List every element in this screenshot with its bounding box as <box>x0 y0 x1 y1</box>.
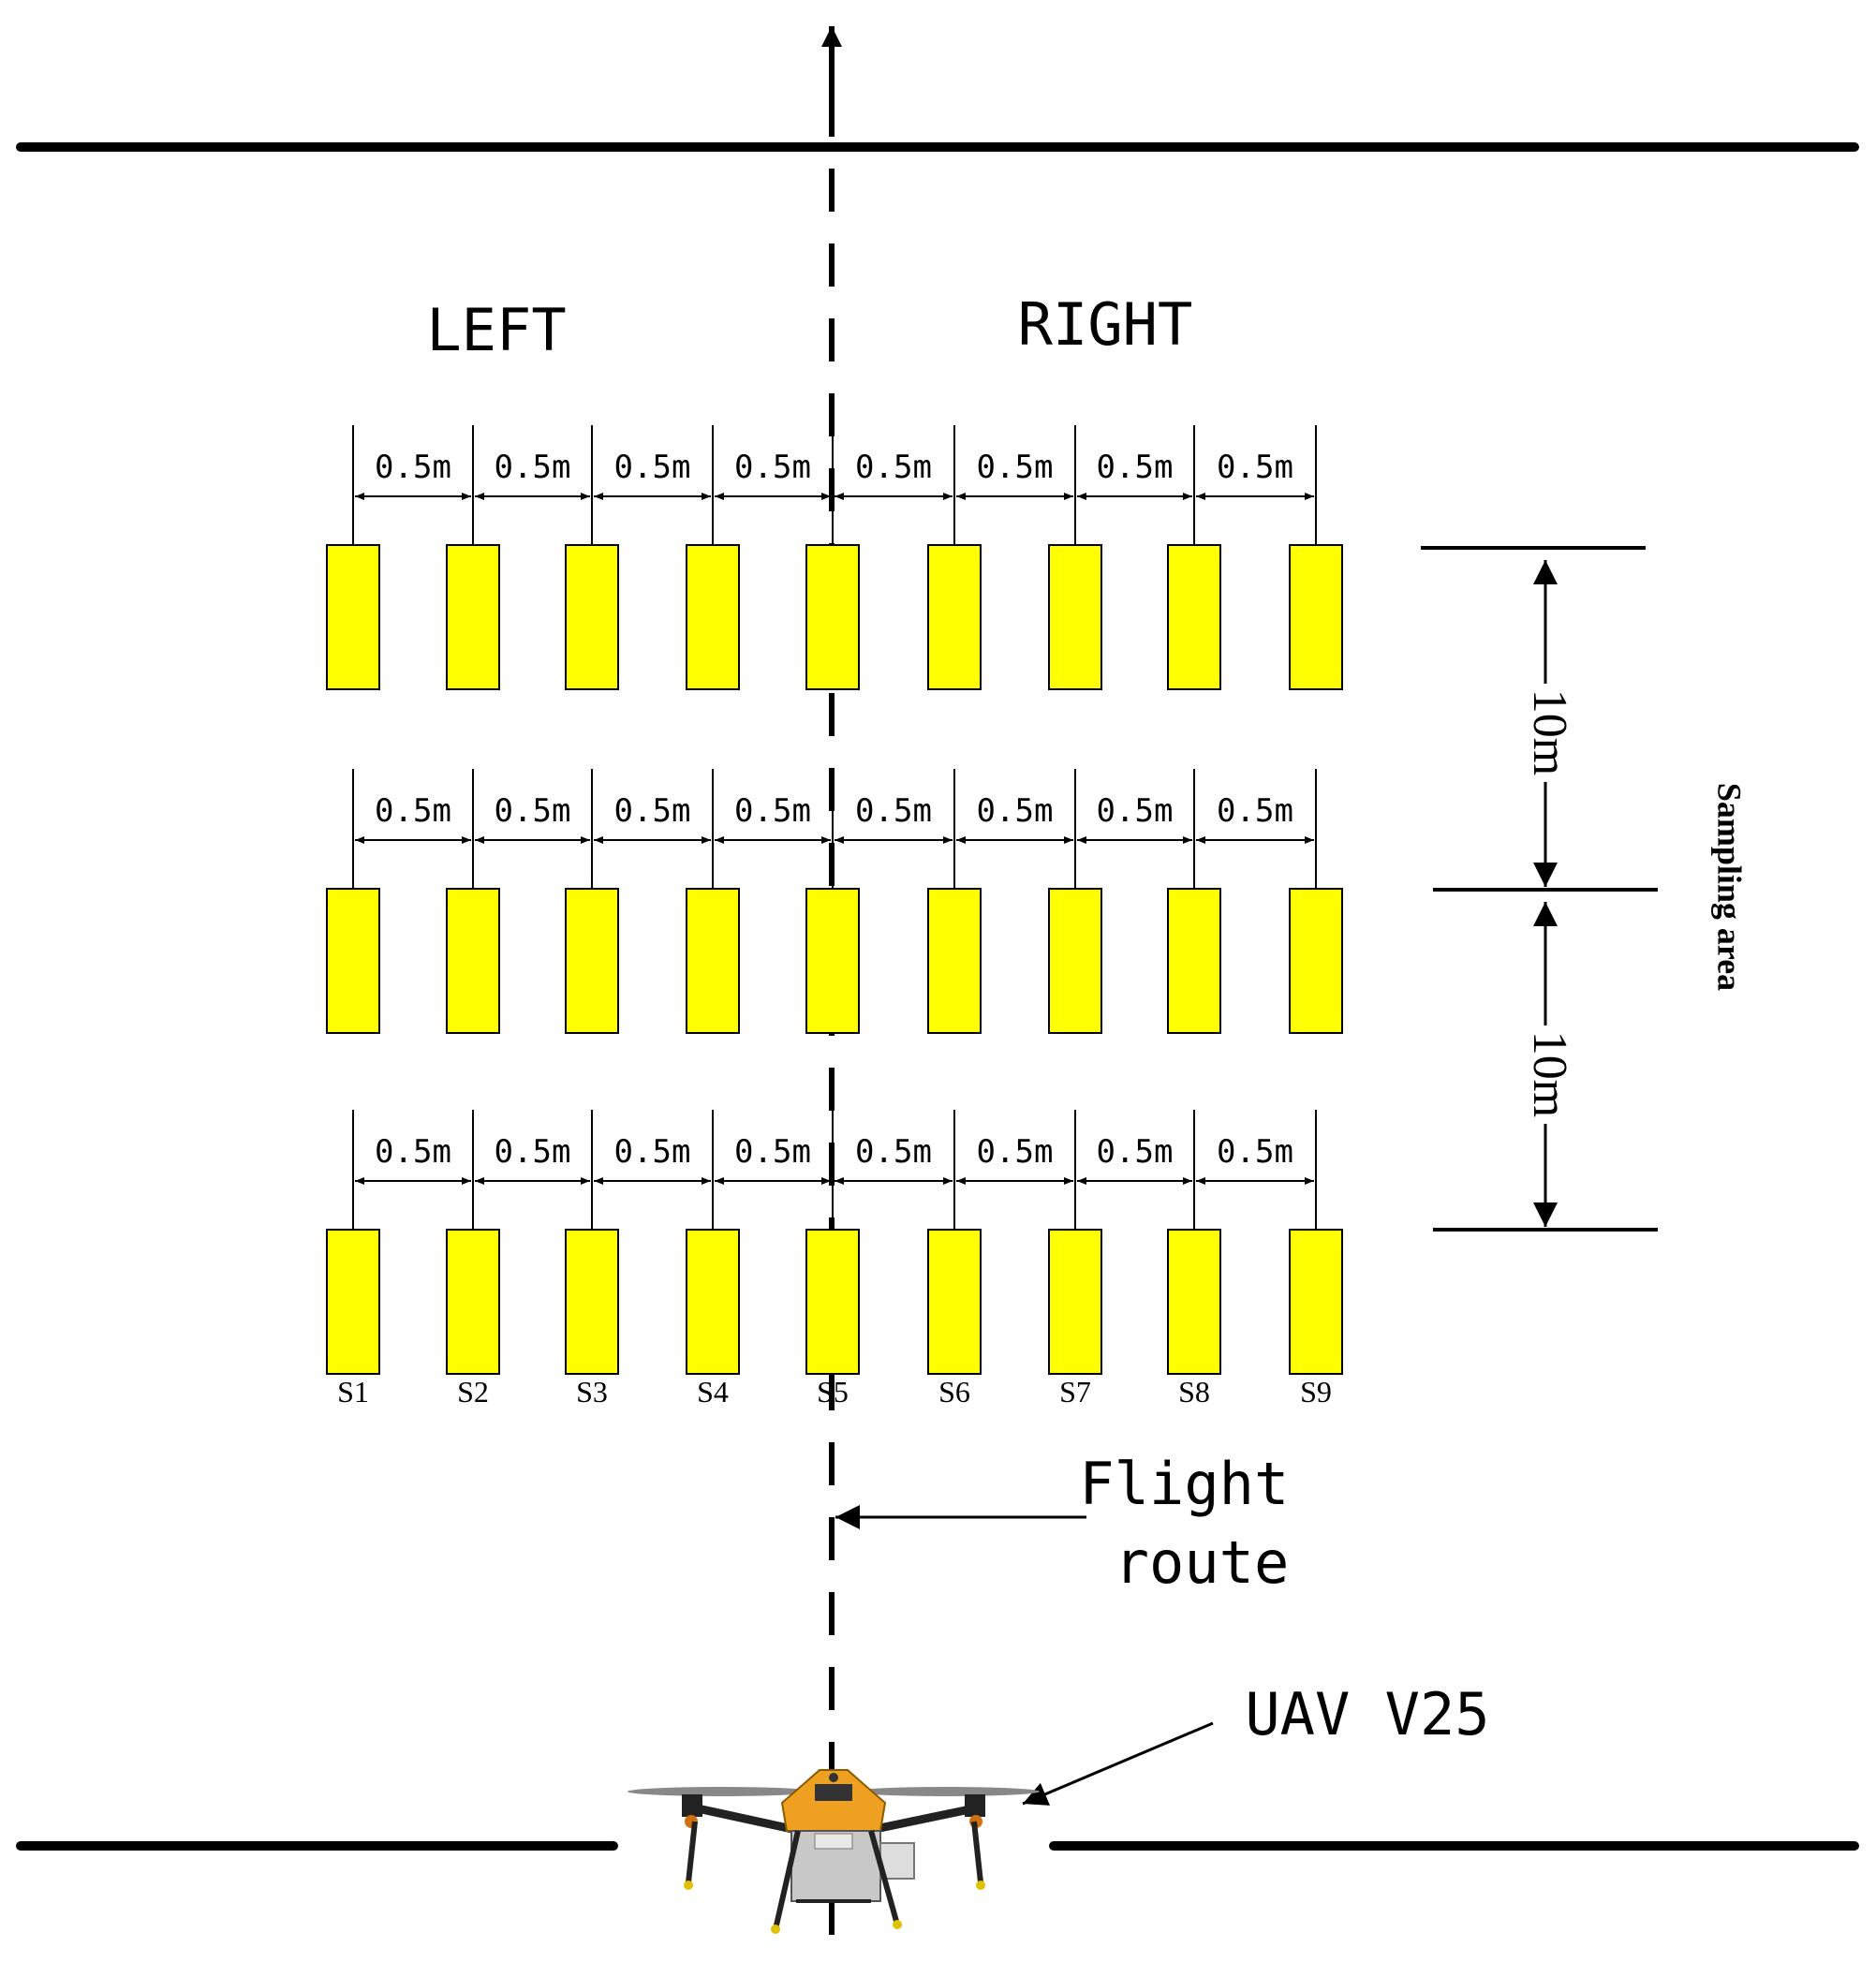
sampler-s5-row3 <box>805 1229 860 1375</box>
left-side-label: LEFT <box>426 296 566 364</box>
spacing-label: 0.5m <box>977 1133 1054 1171</box>
sampler-s6-row2 <box>927 888 982 1034</box>
spacing-label: 0.5m <box>734 792 811 830</box>
spacing-label: 0.5m <box>977 792 1054 830</box>
flight-route-label-line1: Flight <box>1079 1450 1289 1518</box>
sampler-s2-row3 <box>446 1229 500 1375</box>
sampler-s9-row1 <box>1289 544 1343 690</box>
sampler-s7-row2 <box>1048 888 1102 1034</box>
spacing-label: 0.5m <box>1097 449 1174 486</box>
sampler-s7-row3 <box>1048 1229 1102 1375</box>
right-side-label: RIGHT <box>1018 290 1193 359</box>
sampler-s6-row3 <box>927 1229 982 1375</box>
spacing-label: 0.5m <box>1217 449 1293 486</box>
sampler-label-s5: S5 <box>817 1375 849 1409</box>
spacing-label: 0.5m <box>375 1133 451 1171</box>
spacing-label: 0.5m <box>614 1133 691 1171</box>
spacing-label: 0.5m <box>977 449 1054 486</box>
spacing-label: 0.5m <box>614 449 691 486</box>
uav-label: UAV V25 <box>1245 1680 1489 1748</box>
row-gap-label-lower: 10m <box>1523 1031 1576 1117</box>
sampler-s9-row2 <box>1289 888 1343 1034</box>
sampler-s4-row2 <box>686 888 740 1034</box>
sampler-s8-row2 <box>1167 888 1221 1034</box>
sampler-s8-row1 <box>1167 544 1221 690</box>
sampler-s3-row1 <box>565 544 619 690</box>
spacing-label: 0.5m <box>1097 1133 1174 1171</box>
sampler-label-s3: S3 <box>576 1375 608 1409</box>
spacing-label: 0.5m <box>855 792 932 830</box>
sampler-s9-row3 <box>1289 1229 1343 1375</box>
uav-pointer <box>1022 1721 1214 1806</box>
spacing-label: 0.5m <box>855 449 932 486</box>
sampler-s6-row1 <box>927 544 982 690</box>
sampler-s2-row1 <box>446 544 500 690</box>
sampler-s4-row1 <box>686 544 740 690</box>
sampler-s3-row3 <box>565 1229 619 1375</box>
sampler-s4-row3 <box>686 1229 740 1375</box>
sampler-s3-row2 <box>565 888 619 1034</box>
sampler-s1-row1 <box>326 544 380 690</box>
sampler-grid: 0.5m 0.5m 0.5m 0.5m 0.5m 0.5m 0.5m 0.5m 0.5m 0.5m… <box>326 425 1343 1409</box>
flight-route-label-line2: route <box>1115 1528 1290 1597</box>
spacing-label: 0.5m <box>1217 792 1293 830</box>
spacing-label: 0.5m <box>495 449 571 486</box>
sampler-s1-row2 <box>326 888 380 1034</box>
sampler-s1-row3 <box>326 1229 380 1375</box>
row-gap-label-upper: 10m <box>1523 689 1576 775</box>
sampling-area-label: Sampling area <box>1711 783 1749 991</box>
sampler-label-s8: S8 <box>1178 1375 1210 1409</box>
sampler-label-s1: S1 <box>337 1375 369 1409</box>
spacing-label: 0.5m <box>855 1133 932 1171</box>
sampler-label-s7: S7 <box>1059 1375 1091 1409</box>
sampler-s2-row2 <box>446 888 500 1034</box>
sampler-s7-row1 <box>1048 544 1102 690</box>
sampler-label-s4: S4 <box>697 1375 729 1409</box>
sampler-s8-row3 <box>1167 1229 1221 1375</box>
spacing-label: 0.5m <box>734 449 811 486</box>
sampler-s5-row2 <box>805 888 860 1034</box>
sampler-label-s6: S6 <box>938 1375 970 1409</box>
sampler-s5-row1 <box>805 544 860 690</box>
flight-route-label: Flight route <box>1079 1450 1323 1597</box>
spacing-label: 0.5m <box>495 1133 571 1171</box>
spacing-label: 0.5m <box>375 792 451 830</box>
spacing-label: 0.5m <box>1097 792 1174 830</box>
spacing-label: 0.5m <box>1217 1133 1293 1171</box>
sampler-label-s2: S2 <box>457 1375 489 1409</box>
spacing-label: 0.5m <box>614 792 691 830</box>
uav-drone-icon <box>628 1769 1040 1934</box>
sampler-label-s9: S9 <box>1300 1375 1332 1409</box>
spacing-label: 0.5m <box>495 792 571 830</box>
spacing-label: 0.5m <box>734 1133 811 1171</box>
spacing-label: 0.5m <box>375 449 451 486</box>
